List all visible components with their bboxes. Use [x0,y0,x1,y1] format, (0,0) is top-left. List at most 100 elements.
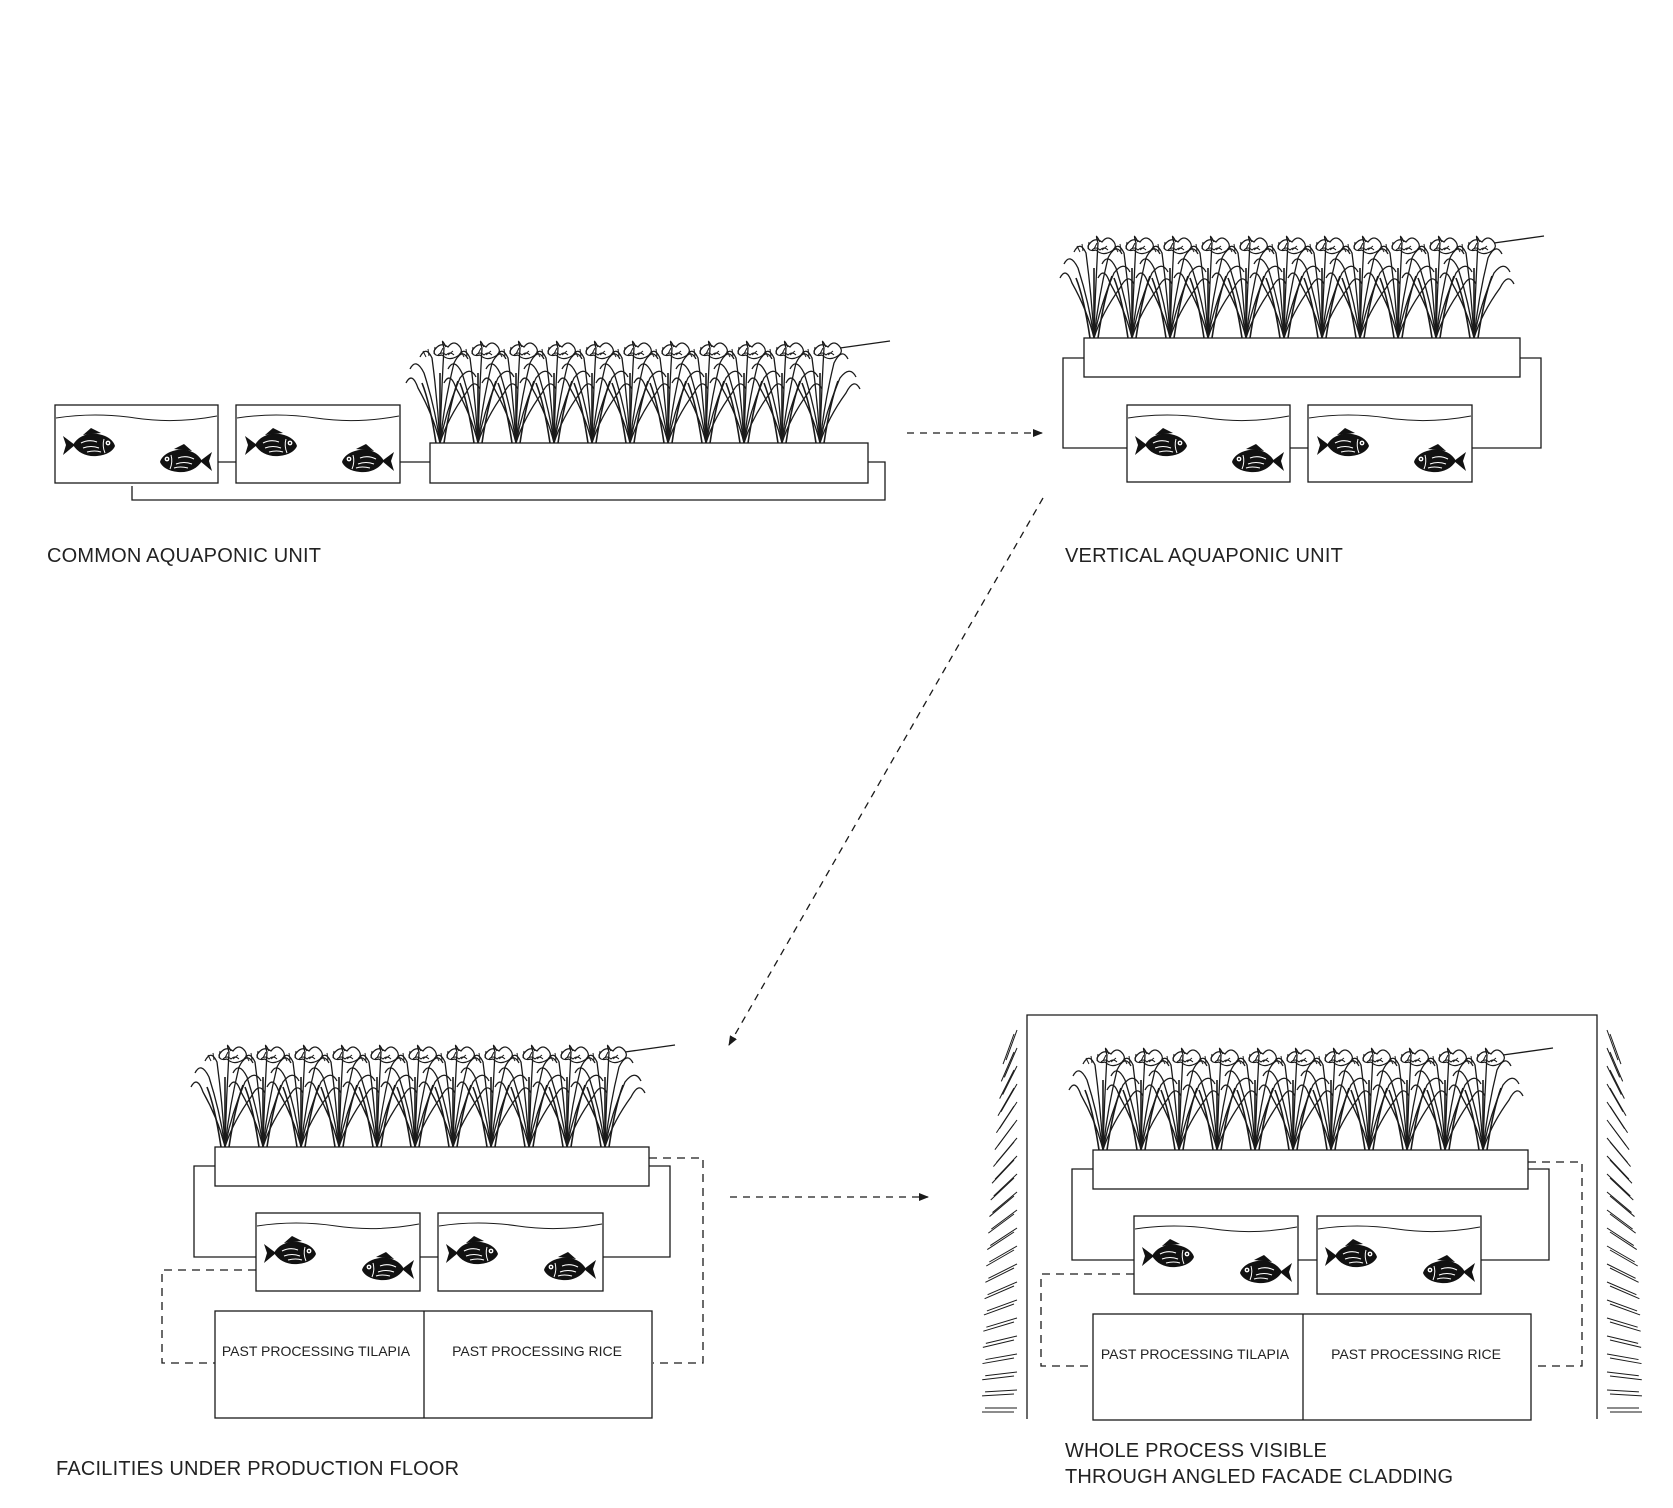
louver [1609,1339,1642,1348]
louver [1606,1353,1639,1361]
facade-cladding-left [982,1029,1018,1413]
louver [982,1339,1015,1348]
louver [987,1281,1018,1296]
louver [1609,1357,1642,1365]
louver [1609,1231,1638,1251]
label-vertical-aquaponic-unit: VERTICAL AQUAPONIC UNIT [1065,545,1343,567]
louver [985,1353,1018,1361]
louver [995,1105,1015,1134]
fish-tank-1 [54,404,219,484]
fish-tank-2 [235,404,401,484]
louver [1002,1065,1018,1095]
louver [982,1375,1015,1381]
louver [1606,1335,1639,1344]
louver [1606,1209,1633,1230]
louver [999,1069,1015,1099]
louver [989,1227,1018,1247]
whole-pipe [1071,1168,1550,1261]
fish-tank-1 [1133,1215,1299,1295]
louver [1606,1263,1636,1279]
label-through-angled-facade: THROUGH ANGLED FACADE CLADDING [1065,1466,1454,1488]
label-whole-process-visible: WHOLE PROCESS VISIBLE [1065,1440,1328,1462]
grow-bed [1083,337,1521,378]
louver [1606,1155,1630,1180]
rice-plant-icon [1068,1047,1554,1151]
louver [1606,1389,1639,1393]
louver [1000,1083,1018,1112]
facilities-pipe [193,1165,671,1258]
rice-plant-icon [1059,235,1545,339]
louver [1606,1047,1621,1078]
grow-bed [214,1146,650,1187]
louver [1606,1227,1635,1247]
louver [988,1263,1018,1279]
louver [986,1249,1015,1267]
common-unit [54,340,891,501]
louver [993,1173,1018,1197]
louver [1609,1087,1627,1116]
louver [1002,1033,1015,1065]
louver [1609,1249,1638,1267]
facade-cladding-right [1606,1029,1642,1413]
rice-plant-icon [190,1044,676,1148]
louver [1005,1029,1018,1061]
louver [1609,1177,1634,1201]
louver [991,1159,1015,1184]
processing-tilapia-label: PAST PROCESSING TILAPIA [222,1343,411,1359]
louver [986,1299,1018,1312]
louver [986,1317,1018,1328]
louver [1609,1375,1642,1381]
fish-tank-2 [437,1212,604,1292]
louver [989,1245,1018,1263]
louver [989,1195,1015,1217]
grow-bed [1092,1149,1529,1190]
louver [993,1141,1015,1167]
louver [1000,1051,1015,1082]
louver [990,1177,1015,1201]
louver [983,1303,1015,1316]
dashed-pipe [161,1157,704,1364]
louver [1609,1303,1641,1316]
louver [1609,1285,1640,1300]
louver [994,1123,1015,1150]
louver [982,1357,1015,1365]
louver [985,1389,1018,1393]
louver [1609,1393,1642,1397]
louver [1609,1141,1631,1167]
processing-block: PAST PROCESSING TILAPIA PAST PROCESSING … [1092,1313,1532,1421]
processing-tilapia-label: PAST PROCESSING TILAPIA [1101,1346,1290,1362]
louver [985,1371,1018,1377]
louver [983,1321,1015,1332]
fish-tank-2 [1307,404,1473,483]
vertical-unit [1059,235,1545,483]
louver [997,1087,1015,1116]
louver [1609,1195,1635,1217]
louver [985,1267,1015,1283]
louver [986,1231,1015,1251]
louver [1606,1065,1622,1095]
rice-plant-icon [405,340,891,444]
processing-rice-label: PAST PROCESSING RICE [452,1343,622,1359]
louver [1609,1105,1629,1134]
louver [1609,1051,1624,1082]
louver [1606,1371,1639,1377]
louver [985,1335,1018,1344]
label-facilities-under-production-floor: FACILITIES UNDER PRODUCTION FLOOR [56,1458,460,1480]
louver [1609,1159,1633,1184]
louver [994,1155,1018,1180]
grow-bed [405,340,891,484]
whole-process-unit: PAST PROCESSING TILAPIA PAST PROCESSING … [982,1014,1642,1421]
louver [982,1393,1015,1397]
processing-rice-label: PAST PROCESSING RICE [1331,1346,1501,1362]
fish-tank-1 [1126,404,1291,483]
louver [1606,1083,1624,1112]
louver [992,1191,1018,1213]
louver [1609,1321,1641,1332]
building-frame [1026,1014,1598,1419]
louver [984,1285,1015,1300]
louver [988,1213,1015,1234]
fish-tank-1 [255,1212,421,1292]
facilities-unit: PAST PROCESSING TILAPIA PAST PROCESSING … [161,1044,704,1419]
